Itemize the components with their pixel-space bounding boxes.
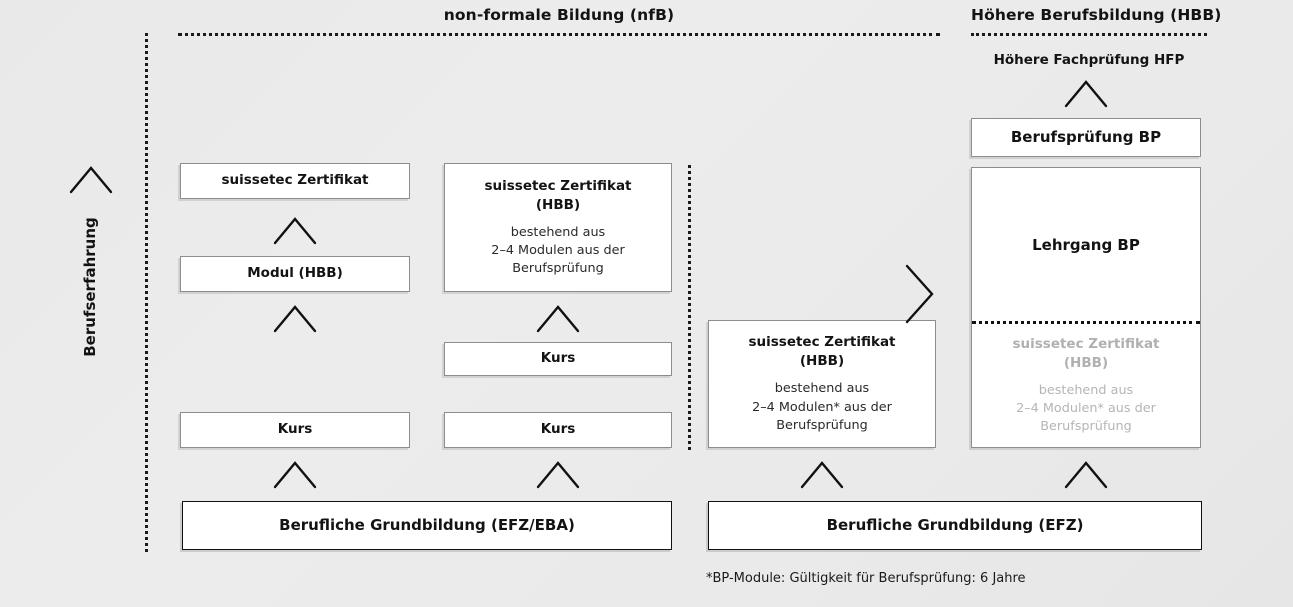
box-col2-kurs-lower-label: Kurs [540,421,576,438]
chevron-up-icon-col1-a [273,215,317,245]
box-berufspruefung-bp[interactable]: Berufsprüfung BP [971,118,1201,157]
chevron-up-icon-col2-a [536,303,580,333]
box-col3-zertifikat-title2: (HBB) [799,353,845,370]
box-grundbildung-efz[interactable]: Berufliche Grundbildung (EFZ) [708,501,1202,550]
chevron-right-icon-bridge [903,263,937,325]
box-col1-modul[interactable]: Modul (HBB) [180,256,410,292]
box-col1-kurs[interactable]: Kurs [180,412,410,448]
box-col2-zertifikat-title: suissetec Zertifikat [484,177,632,194]
box-col4-ghost-zertifikat: suissetec Zertifikat (HBB) bestehend aus… [972,324,1200,447]
box-col4-ghost-sub1: bestehend aus [1038,382,1134,398]
box-col2-kurs-lower[interactable]: Kurs [444,412,672,448]
chevron-up-icon-col2-b [536,459,580,489]
box-col1-zertifikat[interactable]: suissetec Zertifikat [180,163,410,199]
box-col3-zertifikat-sub1: bestehend aus [774,381,870,397]
box-grundbildung-efz-label: Berufliche Grundbildung (EFZ) [826,515,1084,534]
box-lehrgang-bp-label: Lehrgang BP [1032,235,1140,254]
header-nfb-rule [178,33,940,36]
label-hfp: Höhere Fachprüfung HFP [993,52,1185,68]
box-col1-zertifikat-label: suissetec Zertifikat [221,172,369,189]
label-berufserfahrung: Berufserfahrung [81,217,99,357]
box-col1-kurs-label: Kurs [277,421,313,438]
box-col4-ghost-sub3: Berufsprüfung [1040,419,1132,435]
box-berufspruefung-bp-label: Berufsprüfung BP [1010,127,1162,146]
box-grundbildung-efz-eba-label: Berufliche Grundbildung (EFZ/EBA) [279,515,575,534]
box-col2-zertifikat-sub2: 2–4 Modulen aus der [491,243,625,259]
box-col4-ghost-title2: (HBB) [1063,354,1109,371]
box-col4-ghost-sub2: 2–4 Modulen* aus der [1016,401,1156,417]
chevron-up-icon-col3-a [800,459,844,489]
box-col3-zertifikat-sub3: Berufsprüfung [776,417,868,433]
footnote-bp-module: *BP-Module: Gültigkeit für Berufsprüfung… [706,571,1026,586]
box-lehrgang-bp-divider [972,321,1200,324]
chevron-up-icon-col1-b [273,303,317,333]
header-nfb: non-formale Bildung (nfB) [443,6,675,24]
separator-middle [688,165,691,450]
box-col1-modul-label: Modul (HBB) [247,265,343,282]
box-col3-zertifikat-sub2: 2–4 Modulen* aus der [752,399,892,415]
box-col2-zertifikat-sub1: bestehend aus [510,224,606,240]
box-lehrgang-bp[interactable]: Lehrgang BP suissetec Zertifikat (HBB) b… [971,167,1201,448]
box-col4-ghost-title: suissetec Zertifikat [1012,335,1160,352]
header-hbb: Höhere Berufsbildung (HBB) [971,6,1222,24]
chevron-up-icon-col4-b [1064,459,1108,489]
chevron-up-icon-col4-a [1064,78,1108,108]
box-col3-zertifikat-hbb[interactable]: suissetec Zertifikat (HBB) bestehend aus… [708,320,936,448]
box-col2-kurs-upper-label: Kurs [540,350,576,367]
box-col2-zertifikat-hbb[interactable]: suissetec Zertifikat (HBB) bestehend aus… [444,163,672,292]
chevron-up-icon-experience [69,164,113,194]
box-grundbildung-efz-eba[interactable]: Berufliche Grundbildung (EFZ/EBA) [182,501,672,550]
box-col3-zertifikat-title: suissetec Zertifikat [748,334,896,351]
chevron-up-icon-col1-c [273,459,317,489]
header-hbb-rule [971,33,1207,36]
box-col2-zertifikat-sub3: Berufsprüfung [512,261,604,277]
box-col2-zertifikat-title2: (HBB) [535,196,581,213]
box-col2-kurs-upper[interactable]: Kurs [444,342,672,376]
separator-left [145,33,148,552]
